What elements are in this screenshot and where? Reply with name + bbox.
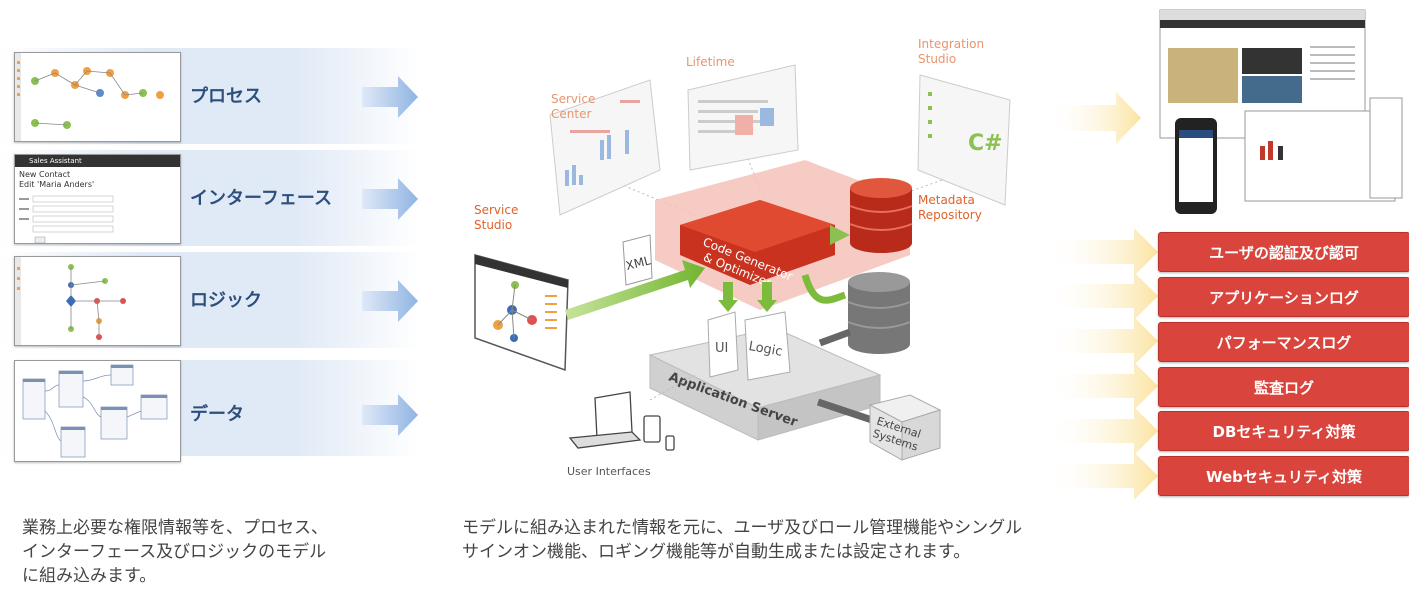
xml-document-icon: XML <box>622 234 653 286</box>
metadata-repository-label: Metadata Repository <box>918 193 982 222</box>
arrow-right-icon <box>362 178 418 220</box>
feature-performance-log: パフォーマンスログ <box>1158 322 1409 362</box>
lifetime-label: Lifetime <box>686 55 735 69</box>
feature-web-security: Webセキュリティ対策 <box>1158 456 1409 496</box>
arrow-right-icon <box>362 280 418 322</box>
arrow-right-icon <box>1046 362 1158 410</box>
model-row-logic: ロジック <box>0 252 420 348</box>
code-generator-box: Code Generator & Optimizer <box>680 200 835 290</box>
thumb-app-title: Sales Assistant <box>15 155 180 167</box>
architecture-diagram: C# Code Generator & Optimizer <box>474 64 1011 461</box>
model-row-process: プロセス <box>0 48 420 144</box>
model-label-interface: インターフェース <box>190 188 333 209</box>
external-systems-box: External Systems <box>868 394 942 461</box>
arrow-right-icon <box>1046 272 1158 320</box>
svg-text:Logic: Logic <box>747 339 783 360</box>
ui-box: UI <box>707 311 739 378</box>
generated-apps-screenshots <box>1159 9 1403 214</box>
svg-text:UI: UI <box>715 341 728 356</box>
arrow-right-icon <box>362 394 418 436</box>
arrow-right-icon <box>362 76 418 118</box>
arrow-right-icon <box>1046 92 1141 144</box>
service-center-panel <box>549 79 661 216</box>
integration-studio-label: Integration Studio <box>918 37 985 66</box>
database-icon <box>847 272 911 354</box>
caption-left: 業務上必要な権限情報等を、プロセス、インターフェース及びロジックのモデルに組み込… <box>22 518 328 586</box>
process-thumbnail <box>14 52 181 142</box>
feature-auth: ユーザの認証及び認可 <box>1158 232 1409 272</box>
arrow-right-icon <box>1046 317 1158 365</box>
feature-audit-log: 監査ログ <box>1158 367 1409 407</box>
csharp-text: C# <box>968 131 1003 156</box>
service-studio-label: Service Studio <box>474 203 519 232</box>
metadata-repository-icon <box>849 178 913 253</box>
user-interfaces-label: User Interfaces <box>567 465 651 478</box>
logic-thumbnail <box>14 256 181 346</box>
service-studio-screen <box>474 254 569 372</box>
service-center-label: Service Center <box>551 92 596 121</box>
thumb-line1: New Contact <box>19 170 71 179</box>
arrow-right-icon <box>1046 452 1158 500</box>
integration-studio-panel: C# <box>917 74 1011 206</box>
model-row-data: データ <box>0 360 420 462</box>
arrow-right-icon <box>1046 228 1158 276</box>
model-label-logic: ロジック <box>190 290 262 311</box>
caption-center: モデルに組み込まれた情報を元に、ユーザ及びロール管理機能やシングルサインオン機能… <box>462 518 1023 562</box>
model-row-interface: Sales Assistant New Contact Edit 'Maria … <box>0 150 420 246</box>
data-thumbnail <box>14 360 181 462</box>
thumb-line2: Edit 'Maria Anders' <box>19 180 95 189</box>
user-interface-devices-icon <box>568 391 675 451</box>
lifetime-panel <box>687 64 799 171</box>
logic-box: Logic <box>744 311 791 381</box>
feature-application-log: アプリケーションログ <box>1158 277 1409 317</box>
feature-db-security: DBセキュリティ対策 <box>1158 411 1409 451</box>
model-label-data: データ <box>190 404 244 425</box>
model-label-process: プロセス <box>190 86 262 107</box>
interface-thumbnail: Sales Assistant New Contact Edit 'Maria … <box>14 154 181 244</box>
svg-text:XML: XML <box>624 253 652 273</box>
arrow-right-icon <box>1046 407 1158 455</box>
